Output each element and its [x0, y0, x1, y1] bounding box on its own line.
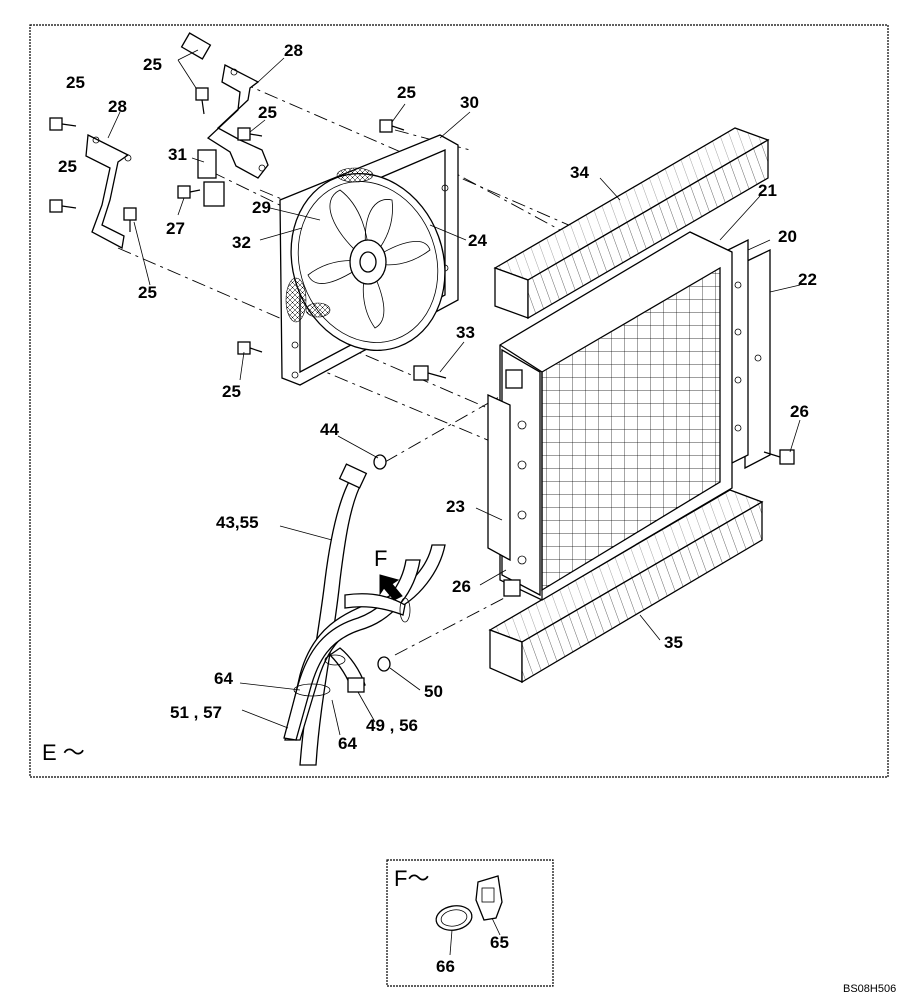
- callout-65: 65: [490, 933, 509, 952]
- callout-24: 24: [468, 231, 487, 250]
- callout-25: 25: [138, 283, 157, 302]
- side-plate: [744, 248, 771, 470]
- callout-66: 66: [436, 957, 455, 976]
- callout-25: 25: [222, 382, 241, 401]
- callout-32: 32: [232, 233, 251, 252]
- oil-cooler-core: [487, 231, 733, 601]
- callout-22: 22: [798, 270, 817, 289]
- callout-43-55: 43,55: [216, 513, 259, 532]
- foam-seal-bottom: [488, 489, 764, 684]
- callout-49-56: 49 , 56: [366, 716, 418, 735]
- callout-51-57: 51 , 57: [170, 703, 222, 722]
- callout-25: 25: [397, 83, 416, 102]
- callout-29: 29: [252, 198, 271, 217]
- bolts: [49, 87, 795, 465]
- callout-34: 34: [570, 163, 589, 182]
- main-view-label: E ～: [42, 740, 85, 765]
- callout-28: 28: [284, 41, 303, 60]
- hose-clamp-band: [435, 905, 473, 931]
- label-leader-lines: [107, 49, 801, 736]
- detail-frame: [386, 859, 554, 987]
- callout-33: 33: [456, 323, 475, 342]
- callout-25: 25: [58, 157, 77, 176]
- callout-35: 35: [664, 633, 683, 652]
- callout-27: 27: [166, 219, 185, 238]
- callout-25: 25: [66, 73, 85, 92]
- callout-28: 28: [108, 97, 127, 116]
- callout-25: 25: [143, 55, 162, 74]
- callout-31: 31: [168, 145, 187, 164]
- clip-holder: [475, 875, 503, 921]
- o-ring-upper: [373, 454, 387, 470]
- main-frame: [29, 24, 889, 778]
- callout-f: F: [374, 546, 387, 571]
- mounting-bracket-right: [206, 64, 269, 179]
- callout-23: 23: [446, 497, 465, 516]
- callout-21: 21: [758, 181, 777, 200]
- foam-seal-top: [493, 127, 770, 320]
- callout-50: 50: [424, 682, 443, 701]
- callout-25: 25: [258, 103, 277, 122]
- callout-26: 26: [452, 577, 471, 596]
- callout-64: 64: [338, 734, 357, 753]
- o-ring-lower: [377, 656, 391, 672]
- callout-26: 26: [790, 402, 809, 421]
- relay-connector: [180, 32, 225, 207]
- mounting-bracket-left: [85, 133, 132, 249]
- hoses: [283, 463, 446, 766]
- drawing-code: BS08H506: [843, 983, 896, 995]
- callout-64: 64: [214, 669, 233, 688]
- callout-30: 30: [460, 93, 479, 112]
- arrow-f-icon: [379, 574, 403, 601]
- callout-44: 44: [320, 420, 339, 439]
- detail-view-label: F～: [394, 866, 429, 891]
- callout-20: 20: [778, 227, 797, 246]
- cooling-fan: [285, 167, 446, 352]
